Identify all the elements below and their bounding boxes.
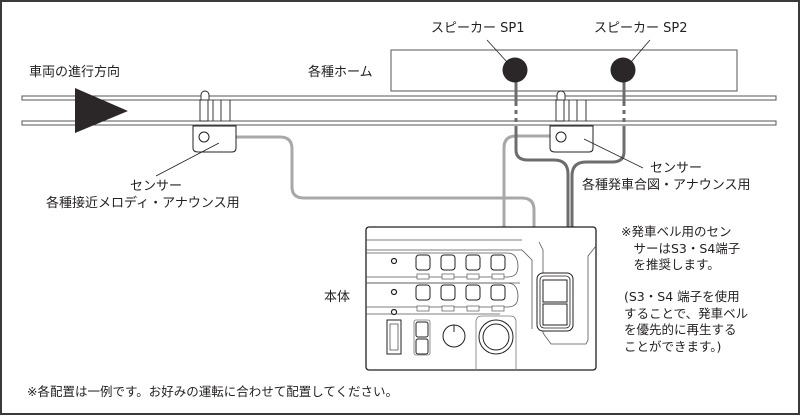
speaker-sp1-label: スピーカー SP1 [431,21,525,36]
direction-arrow-icon [75,88,128,133]
button-row-1 [366,252,519,278]
speaker-sp2-icon [610,57,636,83]
footer-note: ※各配置は一例です。お好みの運転に合わせて配置してください。 [27,384,398,399]
button-1 [415,254,431,271]
button-4 [490,254,506,271]
button-2 [440,254,456,271]
direction-label: 車両の進行方向 [29,65,121,80]
wire-sensor2 [502,134,552,228]
wire-speaker1-lower [514,128,570,228]
button-6 [440,284,456,301]
button-8 [490,284,506,301]
leader-sensor1 [155,142,220,177]
rail-top [21,95,777,101]
button-row-2 [366,282,519,308]
speaker-sp1-icon [502,57,528,83]
sensor1-desc: 各種接近メロディ・アナウンス用 [46,196,240,211]
led-3 [390,308,398,316]
button-3 [465,254,481,271]
speaker-sp2-label: スピーカー SP2 [594,21,688,36]
sensor2-icon [549,90,594,153]
sensor2-desc: 各種発車合図・アナウンス用 [582,178,751,193]
main-unit-label: 本体 [324,290,351,305]
sensor2-title: センサー [650,161,703,176]
bell-detail-note: (S3・S4 端子を使用 することで、発車ベル を優先的に再生する ことができま… [624,289,749,354]
rail-bottom [21,120,777,126]
sensor1-title: センサー [130,179,183,194]
leader-sp2 [630,39,651,63]
leader-sp1 [486,39,508,63]
wire-speaker2-lower [570,128,626,228]
platform-box [390,49,738,92]
button-5 [415,284,431,301]
wire-sensor1 [236,135,536,228]
track [21,95,777,126]
button-7 [465,284,481,301]
bell-note: ※発車ベル用のセン サーはS3・S4端子 を推奨します。 [621,224,741,272]
platform-label: 各種ホーム [308,65,373,80]
main-unit [365,226,597,371]
led-1 [390,257,398,265]
sensor1-icon [192,90,237,153]
leader-sensor2 [583,138,644,169]
led-2 [390,288,398,296]
